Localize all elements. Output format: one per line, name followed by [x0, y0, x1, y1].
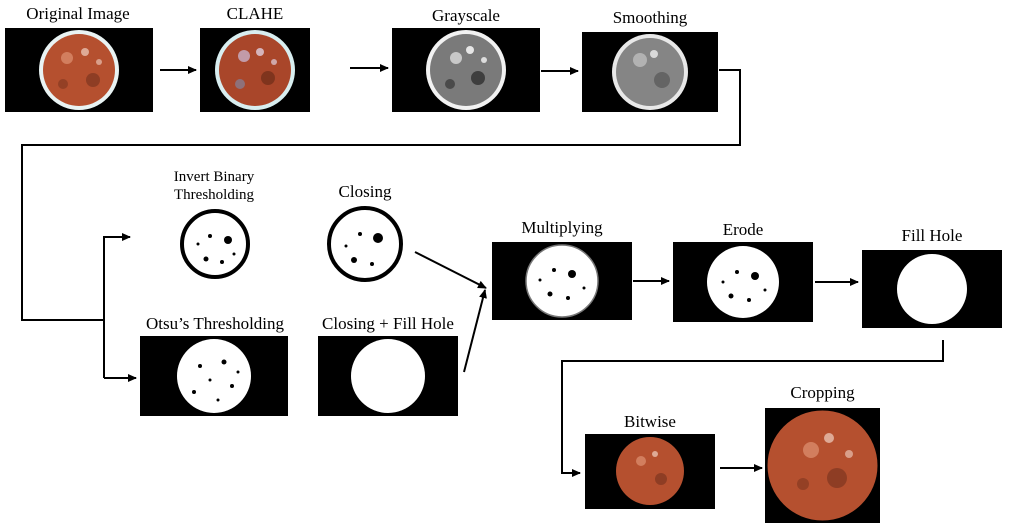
invert-binary-panel: [150, 204, 280, 282]
arrow-closingfill-to-multiplying: [463, 289, 487, 373]
label-invert-binary-line1: Invert Binary: [173, 169, 255, 185]
multiplying-panel: [492, 242, 632, 320]
smoothing-panel: [582, 32, 718, 112]
label-closing: Closing: [338, 182, 392, 201]
arrow-closing-to-multiplying: [414, 251, 487, 289]
connector-smoothing-down: [21, 69, 741, 321]
arrow-to-invert-binary: [103, 233, 131, 378]
label-original-image: Original Image: [26, 4, 130, 23]
label-bitwise: Bitwise: [624, 412, 676, 431]
cropping-panel: [765, 408, 880, 523]
closing-fill-hole-panel: [318, 336, 458, 416]
label-fill-hole: Fill Hole: [901, 226, 963, 245]
otsu-thresholding-panel: [140, 336, 288, 416]
label-erode: Erode: [722, 220, 764, 239]
original-image-panel: [5, 28, 153, 112]
clahe-panel: [200, 28, 310, 112]
connector-fill-hole-down: [561, 340, 944, 477]
label-multiplying: Multiplying: [521, 218, 603, 237]
label-grayscale: Grayscale: [432, 6, 500, 25]
label-otsu-thresholding: Otsu’s Thresholding: [145, 314, 285, 333]
label-smoothing: Smoothing: [612, 8, 688, 27]
grayscale-panel: [392, 28, 540, 112]
bitwise-panel: [585, 434, 715, 509]
fill-hole-panel: [862, 250, 1002, 328]
label-cropping: Cropping: [790, 383, 855, 402]
erode-panel: [673, 242, 813, 322]
label-closing-fill-hole: Closing + Fill Hole: [322, 314, 454, 333]
closing-panel: [290, 204, 440, 282]
label-clahe: CLAHE: [226, 4, 284, 23]
label-invert-binary-line2: Thresholding: [174, 187, 254, 203]
